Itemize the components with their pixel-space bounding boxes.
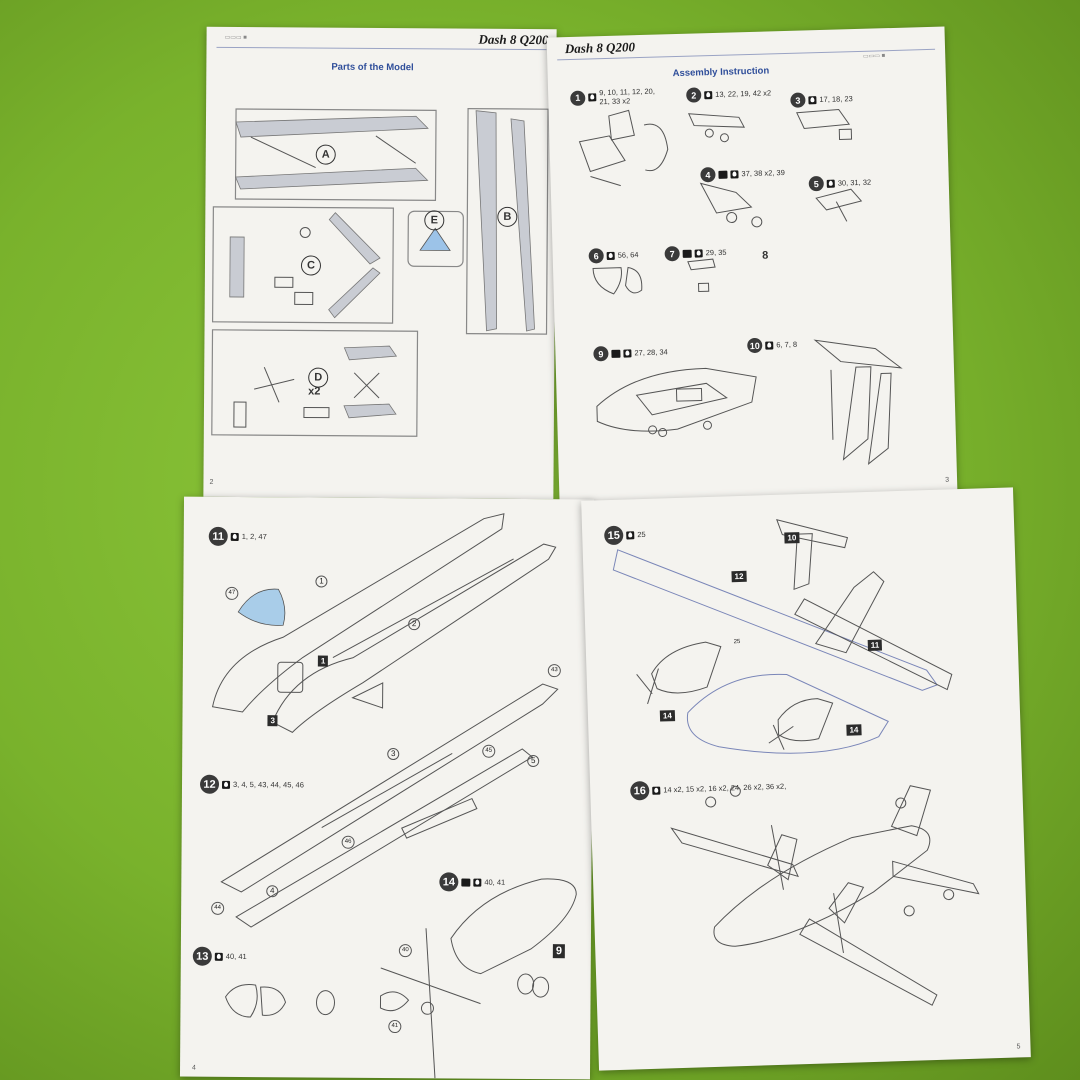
sprue-label-e: E [424, 210, 445, 231]
part-tag-14-left: 14 [659, 710, 676, 722]
assembly-drawings-page-5 [612, 519, 980, 1006]
callout-25: 25 [733, 638, 741, 646]
part-tag-12: 12 [731, 570, 747, 583]
part-tag-1: 1 [317, 655, 329, 667]
sprue-label-a: A [315, 144, 336, 165]
part-tag-10: 10 [784, 532, 800, 544]
callout-45: 45 [482, 744, 496, 758]
callout-1: 1 [315, 575, 328, 588]
sprue-d-quantity: x2 [308, 385, 321, 398]
page-4-number: 4 [192, 1064, 196, 1072]
part-tag-3: 3 [267, 715, 278, 727]
callout-3: 3 [387, 748, 400, 761]
assembly-drawings-top [578, 108, 903, 465]
sprue-label-b: B [497, 206, 518, 227]
callout-46: 46 [341, 835, 355, 849]
part-tag-14-right: 14 [846, 724, 862, 736]
callout-43: 43 [547, 664, 561, 678]
part-tag-9: 9 [552, 944, 566, 959]
callout-47: 47 [225, 586, 239, 600]
callout-5: 5 [527, 754, 540, 768]
callout-2: 2 [408, 618, 421, 631]
part-tag-11: 11 [867, 639, 883, 651]
page-2-number: 2 [209, 478, 214, 486]
callout-4: 4 [266, 885, 279, 898]
page-3-number: 3 [945, 476, 950, 484]
callout-44: 44 [211, 901, 225, 915]
assembly-drawings-page-4 [211, 513, 577, 1079]
page-3: Dash 8 Q200 ▭▭▭ ■ Assembly Instruction 1… [546, 26, 958, 503]
page-5-number: 5 [1016, 1043, 1021, 1051]
callout-40: 40 [398, 944, 412, 958]
sprue-diagrams [211, 108, 549, 437]
page-4: 11 1, 2, 47 12 3, 4, 5, 43, 44, 45, 46 1… [179, 496, 595, 1080]
page-2: ▭▭▭ ■ Dash 8 Q200 Parts of the Model A B… [203, 26, 557, 500]
callout-41: 41 [388, 1020, 402, 1034]
page-5: 15 25 16 14 x2, 15 x2, 16 x2, 24, 26 x2,… [581, 487, 1031, 1071]
sprue-label-c: C [300, 255, 322, 276]
